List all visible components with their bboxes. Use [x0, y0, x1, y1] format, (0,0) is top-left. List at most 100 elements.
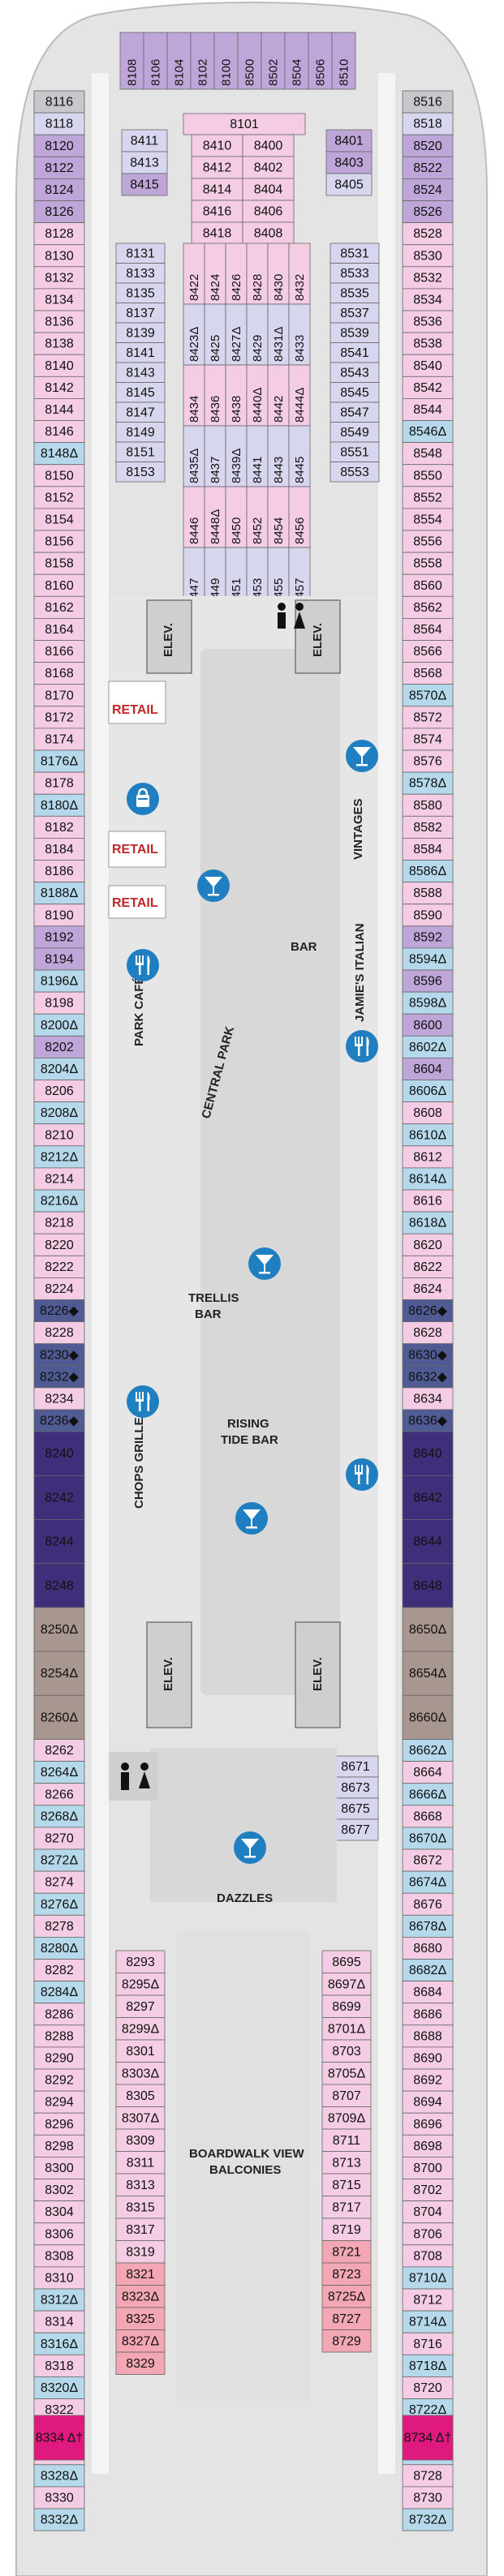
stateroom-8192[interactable] — [33, 925, 85, 949]
stateroom-8711[interactable] — [321, 2128, 372, 2152]
stateroom-8620[interactable] — [402, 1233, 454, 1256]
stateroom-8408[interactable] — [242, 221, 295, 245]
stateroom-8719[interactable] — [321, 2218, 372, 2241]
stateroom-8435Δ[interactable] — [183, 425, 205, 487]
stateroom-8313[interactable] — [115, 2173, 166, 2196]
stateroom-8526[interactable] — [402, 200, 454, 224]
stateroom-8732[interactable] — [402, 2508, 454, 2531]
stateroom-8293[interactable] — [115, 1950, 166, 1973]
stateroom-8415[interactable] — [121, 173, 168, 196]
stateroom-8728[interactable] — [402, 2464, 454, 2488]
stateroom-8562[interactable] — [402, 595, 454, 619]
stateroom-8528[interactable] — [402, 222, 454, 246]
stateroom-8712[interactable] — [402, 2288, 454, 2312]
stateroom-8406[interactable] — [242, 200, 295, 223]
trellis-bar-label[interactable]: BAR — [195, 1307, 222, 1321]
stateroom-8654[interactable] — [402, 1651, 454, 1696]
stateroom-8703[interactable] — [321, 2039, 372, 2063]
stateroom-8268[interactable] — [33, 1805, 85, 1828]
stateroom-8672[interactable] — [402, 1848, 454, 1872]
cocktail-icon[interactable] — [235, 1502, 268, 1535]
stateroom-8520[interactable] — [402, 134, 454, 157]
stateroom-8309[interactable] — [115, 2128, 166, 2152]
stateroom-8288[interactable] — [33, 2024, 85, 2048]
stateroom-8208[interactable] — [33, 1101, 85, 1125]
stateroom-8301[interactable] — [115, 2039, 166, 2063]
stateroom-8668[interactable] — [402, 1805, 454, 1828]
stateroom-8300[interactable] — [33, 2156, 85, 2179]
stateroom-8430[interactable] — [267, 243, 290, 305]
stateroom-8642[interactable] — [402, 1475, 454, 1520]
stateroom-8327Δ[interactable] — [115, 2329, 166, 2353]
stateroom-8264[interactable] — [33, 1761, 85, 1784]
stateroom-8707[interactable] — [321, 2084, 372, 2107]
dining-icon[interactable] — [346, 1030, 378, 1063]
stateroom-8320[interactable] — [33, 2376, 85, 2399]
stateroom-8126[interactable] — [33, 200, 85, 224]
elevator-lobby-fwd-stbd[interactable] — [295, 599, 341, 674]
stateroom-8450[interactable] — [225, 486, 248, 548]
stateroom-8715[interactable] — [321, 2173, 372, 2196]
cocktail-icon[interactable] — [248, 1247, 281, 1280]
cocktail-icon[interactable] — [234, 1831, 266, 1864]
stateroom-8566[interactable] — [402, 640, 454, 663]
rising-tide-bar-label[interactable]: TIDE BAR — [221, 1433, 278, 1447]
stateroom-8664[interactable] — [402, 1761, 454, 1784]
stateroom-8452[interactable] — [246, 486, 269, 548]
stateroom-8218[interactable] — [33, 1211, 85, 1234]
stateroom-8166[interactable] — [33, 640, 85, 663]
stateroom-8321[interactable] — [115, 2262, 166, 2286]
stateroom-8290[interactable] — [33, 2046, 85, 2070]
stateroom-8178[interactable] — [33, 771, 85, 795]
stateroom-8170[interactable] — [33, 684, 85, 707]
stateroom-8666[interactable] — [402, 1783, 454, 1806]
stateroom-8714[interactable] — [402, 2310, 454, 2333]
stateroom-8198[interactable] — [33, 991, 85, 1015]
stateroom-8432[interactable] — [288, 243, 311, 305]
stateroom-8438[interactable] — [225, 364, 248, 427]
stateroom-8632[interactable] — [402, 1365, 454, 1389]
stateroom-8222[interactable] — [33, 1255, 85, 1278]
stateroom-8145[interactable] — [115, 382, 166, 403]
stateroom-8542[interactable] — [402, 376, 454, 399]
stateroom-8544[interactable] — [402, 397, 454, 421]
stateroom-8413[interactable] — [121, 151, 168, 174]
stateroom-8306[interactable] — [33, 2222, 85, 2246]
stateroom-8158[interactable] — [33, 552, 85, 575]
stateroom-8204[interactable] — [33, 1058, 85, 1080]
stateroom-8533[interactable] — [330, 263, 380, 284]
stateroom-8404[interactable] — [242, 178, 295, 201]
stateroom-8319[interactable] — [115, 2240, 166, 2264]
stateroom-8674[interactable] — [402, 1870, 454, 1894]
stateroom-8630[interactable] — [402, 1343, 454, 1367]
stateroom-8138[interactable] — [33, 332, 85, 355]
stateroom-8729[interactable] — [321, 2329, 372, 2353]
stateroom-8596[interactable] — [402, 969, 454, 993]
stateroom-8539[interactable] — [330, 322, 380, 343]
stateroom-8242[interactable] — [33, 1475, 85, 1520]
boardwalk-area[interactable] — [177, 1930, 310, 2401]
stateroom-8650[interactable] — [402, 1607, 454, 1652]
stateroom-8612[interactable] — [402, 1145, 454, 1169]
stateroom-8570[interactable] — [402, 684, 454, 707]
stateroom-8550[interactable] — [402, 464, 454, 487]
stateroom-8608[interactable] — [402, 1101, 454, 1125]
stateroom-8699[interactable] — [321, 1994, 372, 2018]
stateroom-8540[interactable] — [402, 354, 454, 377]
stateroom-8682[interactable] — [402, 1959, 454, 1982]
stateroom-8576[interactable] — [402, 749, 454, 773]
stateroom-8318[interactable] — [33, 2354, 85, 2377]
stateroom-8554[interactable] — [402, 508, 454, 531]
stateroom-8424[interactable] — [204, 243, 226, 305]
stateroom-8305[interactable] — [115, 2084, 166, 2107]
stateroom-8316[interactable] — [33, 2332, 85, 2355]
stateroom-8439Δ[interactable] — [225, 425, 248, 487]
stateroom-8131[interactable] — [115, 243, 166, 264]
stateroom-8137[interactable] — [115, 303, 166, 324]
stateroom-8250[interactable] — [33, 1607, 85, 1652]
stateroom-8584[interactable] — [402, 838, 454, 861]
stateroom-8142[interactable] — [33, 376, 85, 399]
stateroom-8314[interactable] — [33, 2310, 85, 2333]
stateroom-8429[interactable] — [246, 303, 269, 366]
stateroom-8308[interactable] — [33, 2244, 85, 2268]
